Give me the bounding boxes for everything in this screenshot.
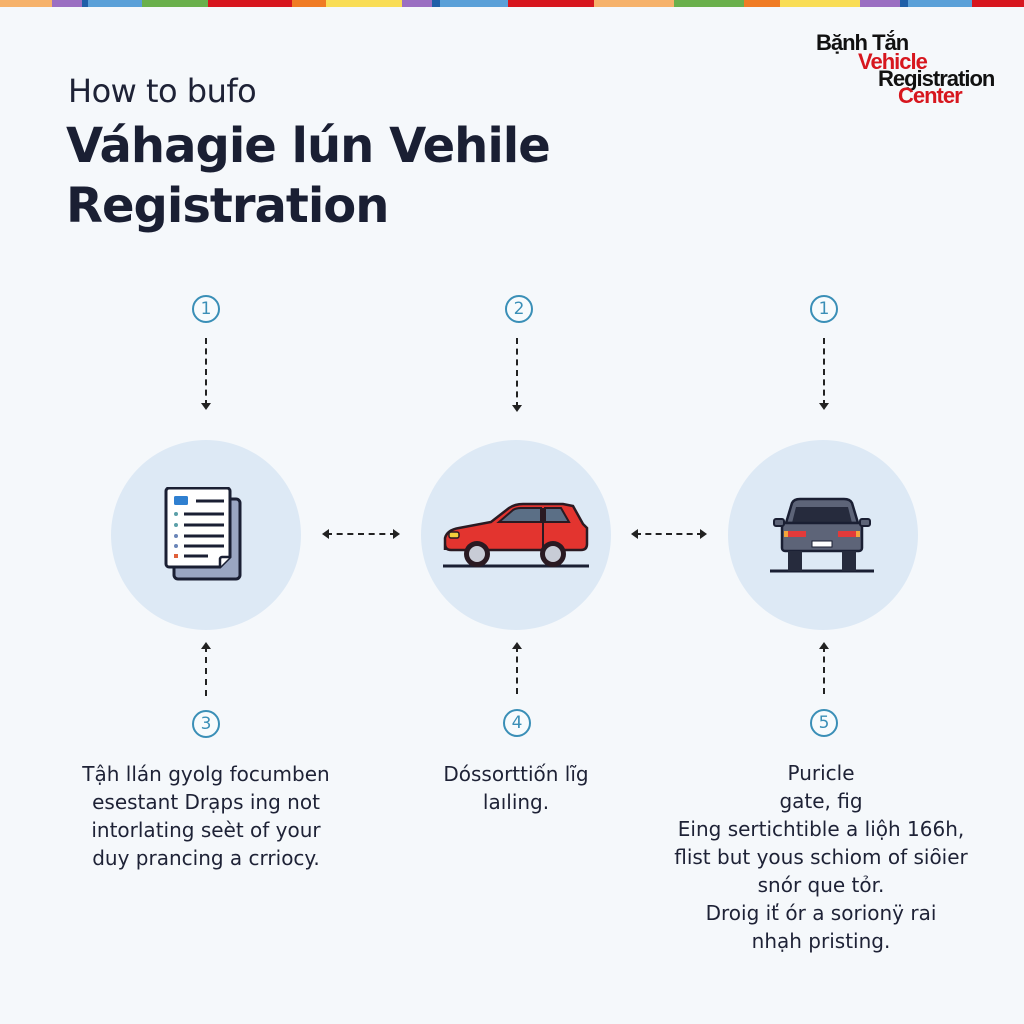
dashed-arrow-down-icon	[201, 338, 211, 410]
step-badge-top-1: 1	[192, 295, 220, 323]
brand-logo: Bặnh Tắn Vehicle Registration Center	[816, 30, 995, 108]
description-line: flist but yous schiom of siȏier	[674, 845, 968, 869]
dashed-arrow-horizontal-icon	[631, 529, 707, 539]
description-line: laıling.	[482, 790, 550, 814]
step-badge-top-3: 1	[810, 295, 838, 323]
step-badge-bottom-4: 4	[503, 709, 531, 737]
dashed-arrow-up-icon	[512, 642, 522, 694]
red-hatchback-car-icon	[443, 502, 589, 568]
description-line: snór que tỏr.	[757, 873, 885, 897]
description-line: Puricle	[787, 761, 855, 785]
dashed-arrow-horizontal-icon	[322, 529, 400, 539]
description-line: intorlating seèt of your	[91, 818, 321, 842]
description-line: Dóssorttiốn lĩg	[443, 762, 589, 786]
step-description-2: Dóssorttiốn lĩg laıling.	[410, 760, 622, 816]
dashed-arrow-up-icon	[201, 642, 211, 696]
dashed-arrow-down-icon	[819, 338, 829, 410]
step-circle-car	[421, 440, 611, 630]
page-title: Váhagie lún Vehile Registration	[66, 116, 551, 236]
title-line-2: Registration	[66, 178, 389, 234]
description-line: nhạh pristing.	[751, 929, 891, 953]
rainbow-top-stripe	[0, 0, 1024, 7]
step-badge-bottom-5: 5	[810, 709, 838, 737]
logo-line-3: Registration	[878, 66, 995, 91]
step-badge-bottom-3: 3	[192, 710, 220, 738]
description-line: Droig iť ór a sorionÿ rai	[705, 901, 937, 925]
description-line: esestant Drạps ing not	[92, 790, 320, 814]
description-line: Tậh llán gyolg focumben	[82, 762, 330, 786]
document-icon	[164, 487, 242, 581]
description-line: duy prancing a crriocy.	[92, 846, 320, 870]
description-line: Eing sertichtible a liộh 166h,	[677, 817, 965, 841]
step-description-3: Puricle gate, fig Eing sertichtible a li…	[656, 759, 986, 955]
dashed-arrow-down-icon	[512, 338, 522, 412]
step-description-1: Tậh llán gyolg focumben esestant Drạps i…	[60, 760, 352, 872]
logo-line-4: Center	[898, 83, 963, 108]
step-badge-top-2: 2	[505, 295, 533, 323]
step-circle-document	[111, 440, 301, 630]
logo-line-2: Vehicle	[858, 49, 928, 74]
suv-rear-view-icon	[770, 497, 874, 573]
dashed-arrow-up-icon	[819, 642, 829, 694]
step-circle-suv	[728, 440, 918, 630]
description-line: gate, fig	[779, 789, 863, 813]
page-subtitle: How to bufo	[68, 72, 257, 110]
logo-line-1: Bặnh Tắn	[816, 30, 909, 55]
title-line-1: Váhagie lún Vehile	[66, 118, 551, 174]
